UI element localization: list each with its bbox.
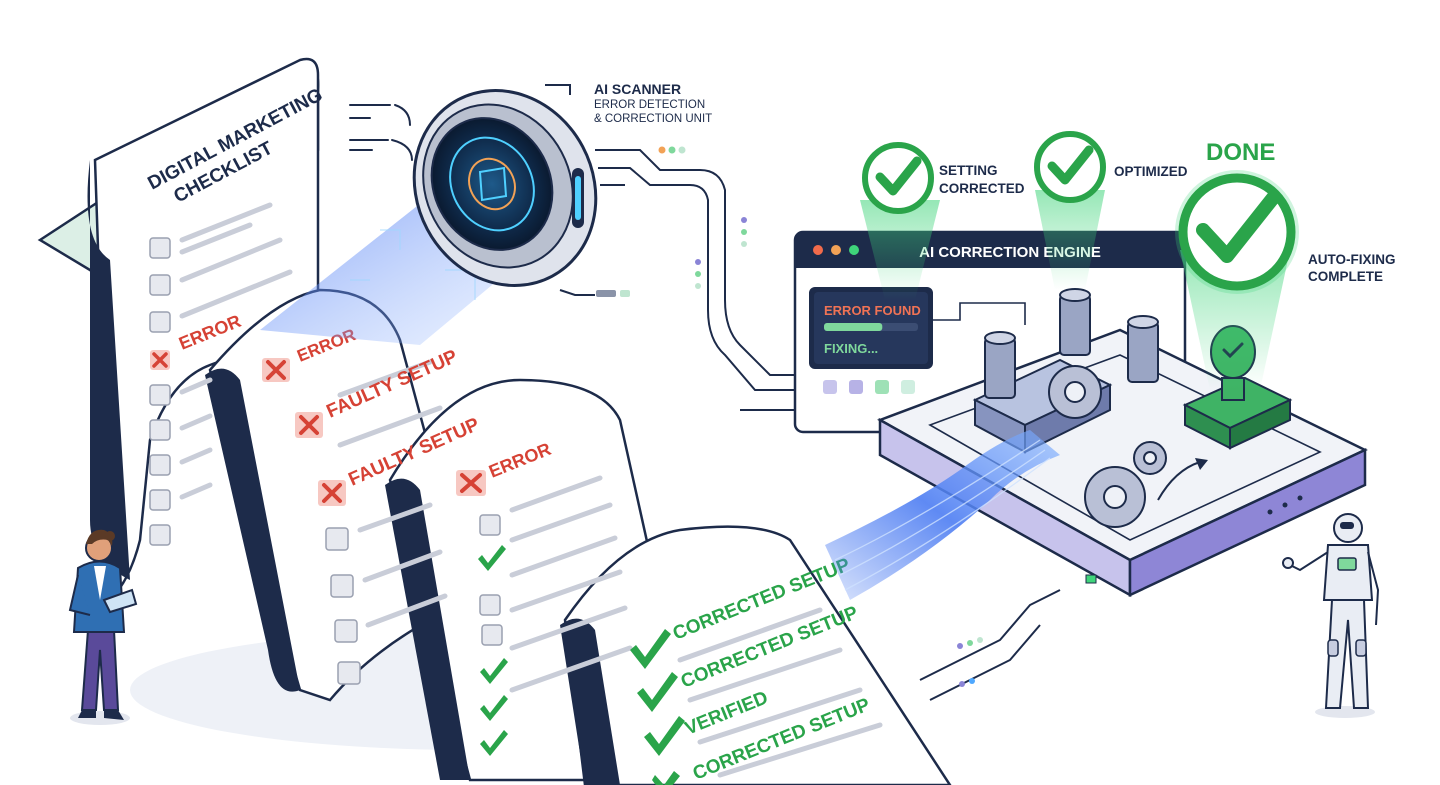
scanner-title: AI SCANNER <box>594 81 681 97</box>
scanner-hud-marks <box>349 104 413 161</box>
scanner-subtitle-line1: ERROR DETECTION <box>594 99 705 111</box>
stage-setting-line2: CORRECTED <box>939 181 1025 196</box>
stage-autofix-line2: COMPLETE <box>1308 269 1383 284</box>
ai-scanner-device <box>412 89 598 287</box>
stage-setting-badge <box>860 142 940 300</box>
circuit-dots <box>658 146 983 687</box>
check-markers-small <box>478 545 508 756</box>
error-marker <box>262 358 290 382</box>
circuit-lines <box>595 149 1061 701</box>
stage-done-badge <box>1175 170 1299 390</box>
status-error-found: ERROR FOUND <box>824 303 921 318</box>
checklist-scroll <box>37 57 952 785</box>
scanner-status-mark <box>559 289 630 297</box>
fixing-progress-fill <box>824 323 883 331</box>
error-marker <box>318 480 346 506</box>
data-stream-lines <box>834 439 1051 591</box>
stage-autofix-line1: AUTO-FIXING <box>1308 252 1396 267</box>
stage-optimized: OPTIMIZED <box>1114 164 1188 179</box>
checklist-boxes-left <box>149 237 171 546</box>
data-stream <box>825 430 1060 600</box>
window-maximize-dot <box>849 245 859 255</box>
error-marker <box>456 470 486 496</box>
checklist-lines-final <box>677 607 883 778</box>
checklist-boxes-fold <box>325 514 503 685</box>
engine-machinery <box>972 288 1208 528</box>
checklist-lines-fold <box>337 359 633 693</box>
error-marker <box>150 350 170 370</box>
check-markers-large <box>630 629 685 785</box>
stage-setting-line1: SETTING <box>939 163 998 178</box>
engine-status-panel: ERROR FOUND FIXING... <box>809 287 933 369</box>
status-fixing: FIXING... <box>824 341 878 356</box>
window-close-dot <box>813 245 823 255</box>
stage-optimized-badge <box>1034 131 1106 290</box>
engine-color-swatches <box>823 380 915 394</box>
error-marker <box>295 412 323 438</box>
stage-done: DONE <box>1206 139 1275 166</box>
window-minimize-dot <box>831 245 841 255</box>
person-with-tablet <box>68 529 138 725</box>
scanner-callout-line <box>545 84 571 95</box>
checklist-lines-left <box>179 202 293 500</box>
scanner-label: AI SCANNER ERROR DETECTION & CORRECTION … <box>594 81 712 125</box>
scanner-subtitle-line2: & CORRECTION UNIT <box>594 113 712 125</box>
assistant-robot <box>1282 513 1380 718</box>
